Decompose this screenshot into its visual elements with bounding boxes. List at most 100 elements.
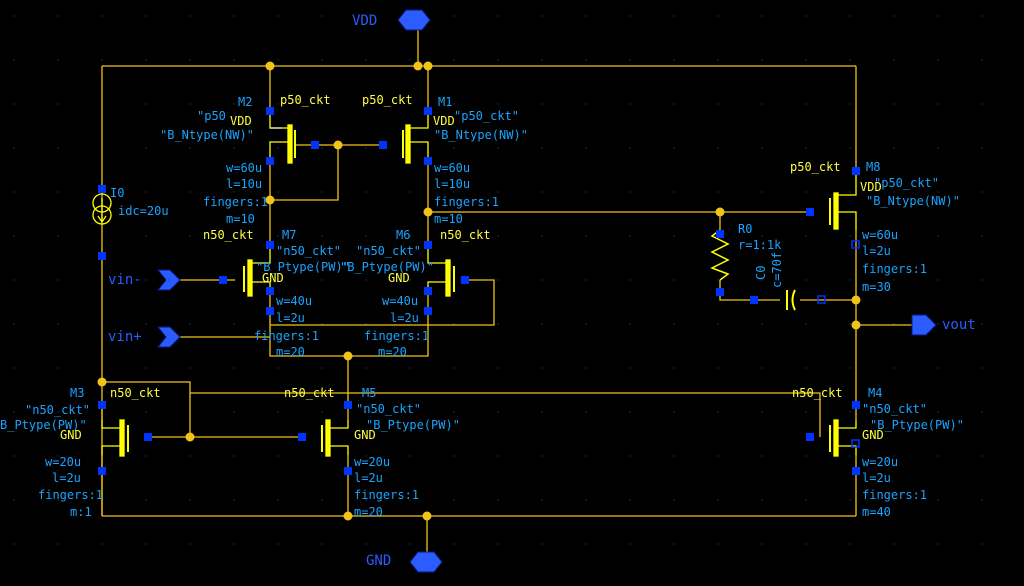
m8-name-label: M8 [866,160,881,174]
i0-param-label: idc=20u [118,204,169,218]
r0-name-label: R0 [738,222,753,236]
m4-fingers-label: fingers:1 [862,488,928,502]
mosfet-m1[interactable] [402,110,429,164]
vdd-port-shape[interactable] [397,9,431,31]
hollow-pin-markers [817,240,860,448]
m3-m-label: m:1 [70,505,92,519]
m7-bulk-label: "B_Ptype(PW)" [256,260,350,274]
m1-m-label: m=10 [434,212,463,226]
m1-fingers-label: fingers:1 [434,195,500,209]
m3-w-label: w=20u [45,455,82,469]
pin-markers [98,107,860,475]
c0-param-label: c=70f [770,251,784,288]
m2-model-label: p50_ckt [280,93,331,107]
m6-bulk-net-label: GND [388,271,410,285]
vout-label: vout [942,317,976,333]
m7-m-label: m=20 [276,345,305,359]
junction-dots [97,61,861,521]
wire-bias-gate-b [190,392,821,437]
m6-l-label: l=2u [390,311,419,325]
m5-name-label: M5 [362,386,377,400]
m1-w-label: w=60u [434,161,471,175]
m6-model-label: n50_ckt [440,228,491,242]
vin-minus-label: vin- [108,272,142,288]
m4-bulk-label: "B_Ptype(PW)" [870,418,964,432]
r0-param-label: r=1:1k [738,238,782,252]
m5-l-label: l=2u [354,471,383,485]
m4-model-label: n50_ckt [792,386,843,400]
m3-bulk-label: B_Ptype(PW)" [0,418,87,432]
m3-bulk-net-label: GND [60,428,82,442]
mosfet-m8[interactable] [829,170,857,230]
m6-name-label: M6 [396,228,411,242]
wires [101,28,912,554]
m2-w-label: w=60u [226,161,263,175]
m1-modelq-label: "p50_ckt" [454,109,520,123]
m8-m-label: m=30 [862,280,891,294]
m7-model-label: n50_ckt [203,228,254,242]
m4-l-label: l=2u [862,471,891,485]
m3-name-label: M3 [70,386,85,400]
mosfet-m3[interactable] [101,419,129,457]
vin-plus-port-shape[interactable] [156,326,181,348]
wire-r0-c0 [719,280,780,301]
m4-modelq-label: "n50_ckt" [862,402,928,416]
m7-modelq-label: "n50_ckt" [276,244,342,258]
m8-bulk-label: "B_Ntype(NW)" [866,194,960,208]
m7-l-label: l=2u [276,311,305,325]
m1-l-label: l=10u [434,177,471,191]
m8-bulk-net-label: VDD [860,180,882,194]
m1-bulk-net-label: VDD [433,114,455,128]
m6-fingers-label: fingers:1 [364,329,430,343]
m2-modelq-label: "p50 [197,109,226,123]
m8-model-label: p50_ckt [790,160,841,174]
mosfet-m5[interactable] [321,419,349,457]
wire-m2-diode [270,145,339,201]
m5-m-label: m=20 [354,505,383,519]
m4-bulk-net-label: GND [862,428,884,442]
m5-bulk-net-label: GND [354,428,376,442]
m6-bulk-label: "B_Ptype(PW)" [340,260,434,274]
resistor-r0[interactable] [710,229,730,281]
m8-l-label: l=2u [862,244,891,258]
vin-minus-port-shape[interactable] [156,269,181,291]
m7-bulk-net-label: GND [262,271,284,285]
m1-name-label: M1 [438,95,453,109]
m3-modelq-label: "n50_ckt" [25,403,91,417]
m2-bulk-label: "B_Ntype(NW)" [160,128,254,142]
m7-fingers-label: fingers:1 [254,329,320,343]
m5-modelq-label: "n50_ckt" [356,402,422,416]
vdd-label: VDD [352,13,378,29]
mosfet-m2[interactable] [269,110,296,164]
m5-fingers-label: fingers:1 [354,488,420,502]
m2-bulk-net-label: VDD [230,114,252,128]
grid-dots [13,15,983,545]
m7-name-label: M7 [282,228,297,242]
m1-model-label: p50_ckt [362,93,413,107]
capacitor-c0[interactable] [786,289,796,311]
wire-m3-diode [102,381,191,437]
m3-model-label: n50_ckt [110,386,161,400]
gnd-port-shape[interactable] [409,551,443,573]
m2-m-label: m=10 [226,212,255,226]
m6-w-label: w=40u [382,294,419,308]
m8-w-label: w=60u [862,228,899,242]
vout-port-shape[interactable] [911,314,937,336]
mosfet-m7[interactable] [243,245,271,297]
m4-m-label: m=40 [862,505,891,519]
mosfet-m4[interactable] [829,419,857,457]
vin-plus-label: vin+ [108,329,142,345]
gnd-label: GND [366,553,392,569]
m4-w-label: w=20u [862,455,899,469]
current-source-i0[interactable] [92,193,112,225]
m5-model-label: n50_ckt [284,386,335,400]
m3-l-label: l=2u [52,471,81,485]
m8-fingers-label: fingers:1 [862,262,928,276]
m6-m-label: m=20 [378,345,407,359]
c0-name-label: C0 [754,265,768,280]
m2-l-label: l=10u [226,177,263,191]
m1-bulk-label: "B_Ntype(NW)" [434,128,528,142]
m2-fingers-label: fingers:1 [203,195,269,209]
